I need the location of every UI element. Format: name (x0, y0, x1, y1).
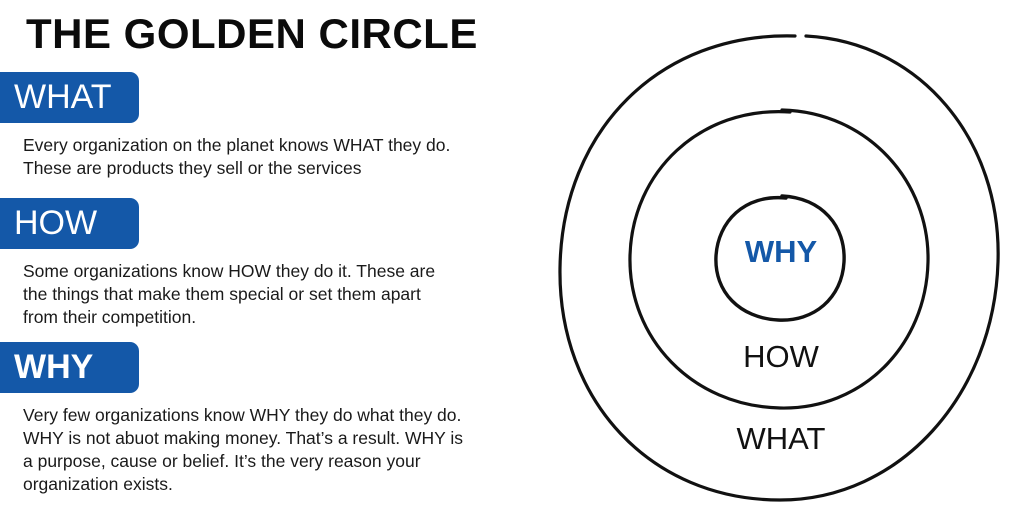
middle-circle-label: HOW (743, 339, 819, 374)
what-description: Every organization on the planet knows W… (23, 135, 451, 178)
middle-circle (628, 108, 930, 410)
why-description: Very few organizations know WHY they do … (23, 405, 463, 494)
what-tab: WHAT (0, 72, 139, 123)
page-title: THE GOLDEN CIRCLE (26, 10, 478, 57)
how-description: Some organizations know HOW they do it. … (23, 261, 436, 327)
why-tab: WHY (0, 342, 139, 393)
how-tab: HOW (0, 198, 139, 249)
outer-circle-label: WHAT (736, 421, 826, 456)
outer-circle (558, 34, 1000, 502)
inner-circle (714, 194, 846, 322)
inner-circle-label: WHY (744, 234, 818, 269)
